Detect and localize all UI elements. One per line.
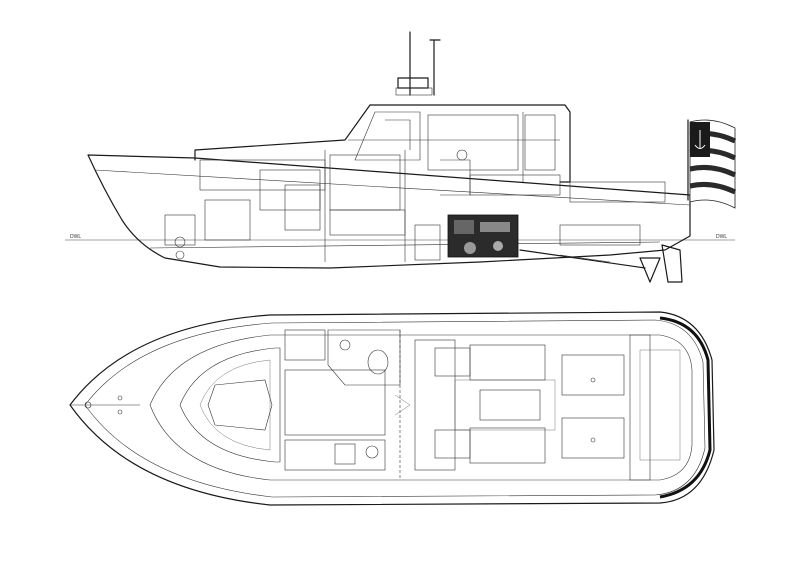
deck-edge: [149, 334, 651, 481]
hull-plan-outline: [69, 311, 715, 506]
cockpit-sole: [454, 379, 556, 431]
swim-platform: [639, 349, 681, 461]
transom: [629, 334, 693, 481]
hanging-locker: [284, 329, 326, 361]
settee-port: [469, 344, 546, 381]
fuel-tank: [414, 224, 441, 261]
waterline-tag-forward: DWL: [70, 234, 81, 240]
windshield: [354, 111, 421, 161]
hatch-stbd: [561, 417, 625, 459]
cabin-front: [194, 104, 371, 161]
propeller: [639, 257, 661, 283]
seacock: [175, 250, 185, 260]
prop-shaft: [519, 249, 646, 269]
plan-view: [69, 311, 715, 506]
helm-seat-port: [434, 347, 471, 377]
profile-view: DWL DWL: [65, 31, 737, 283]
radar-base: [395, 87, 433, 96]
saloon-sole: [284, 369, 386, 436]
hull-profile: [87, 154, 691, 269]
helm-seat-stbd: [434, 429, 471, 459]
thruster: [174, 236, 186, 248]
flag: [689, 119, 737, 209]
galley-counter: [284, 439, 386, 471]
forward-cabin: [179, 347, 281, 463]
head-compartment: [327, 329, 401, 386]
bow-roller: [84, 401, 92, 409]
v-berth-cushions: [199, 359, 271, 451]
side-window: [427, 114, 519, 171]
v-berth-filler: [207, 379, 273, 431]
stove-burner: [365, 445, 379, 459]
hatch-port: [561, 354, 625, 396]
toilet: [367, 349, 389, 375]
aft-deck: [569, 181, 666, 203]
cleat-port: [117, 395, 123, 401]
chain-locker: [164, 214, 196, 246]
cockpit-seat: [469, 174, 561, 196]
settee-stbd: [469, 427, 546, 464]
anchor-icon: [694, 130, 706, 149]
steps: [394, 394, 411, 416]
engine: [447, 214, 519, 258]
skeg: [559, 254, 611, 263]
galley-sink: [334, 443, 356, 465]
windshield-frame: [385, 119, 411, 150]
hatch-handle-port: [590, 377, 596, 383]
rudder: [661, 244, 683, 283]
radar-dome: [397, 77, 429, 89]
cleat-stbd: [117, 409, 123, 415]
helm-wheel: [456, 149, 468, 161]
aft-window: [524, 114, 556, 171]
hardtop: [369, 104, 571, 183]
sheer-line: [94, 169, 691, 206]
lazarette: [559, 224, 641, 246]
cockpit-table: [479, 389, 541, 421]
hatch-handle-stbd: [590, 437, 596, 443]
swim-platform-edge: [659, 316, 712, 499]
saloon-seat: [329, 209, 406, 236]
forward-berth-panel: [199, 159, 326, 191]
rubrail: [84, 319, 706, 498]
v-berth: [204, 199, 251, 241]
head-door: [284, 184, 321, 231]
waterline-tag-aft: DWL: [716, 234, 727, 240]
saloon-cabinet: [329, 154, 401, 211]
head-sink: [339, 339, 351, 351]
